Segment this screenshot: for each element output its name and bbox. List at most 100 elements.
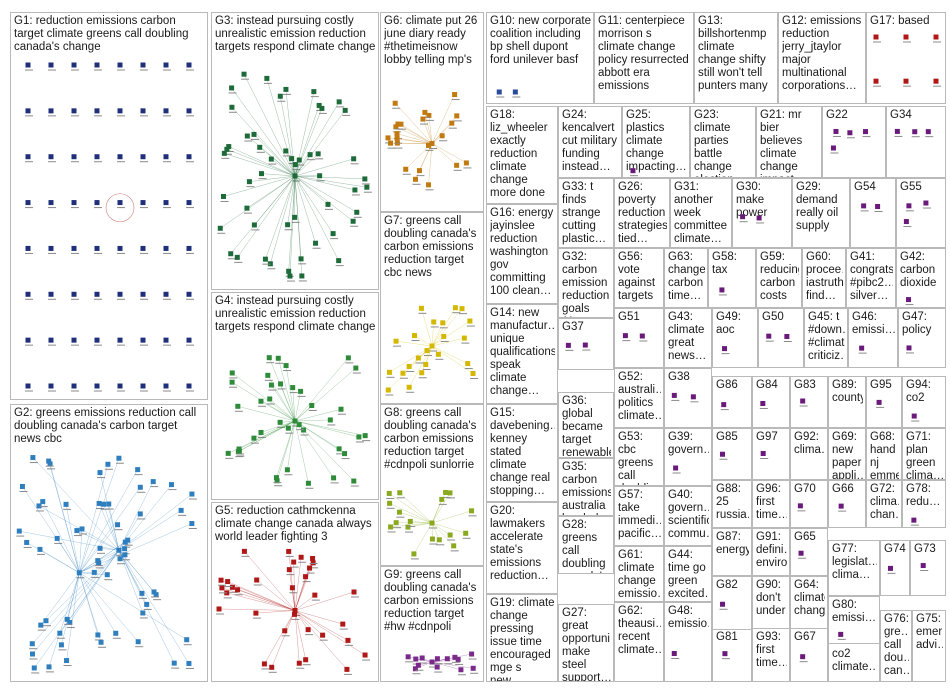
group-box-g62: G62: theausi… recent climate…	[614, 602, 664, 682]
group-box-g26: G26: poverty reduction strategies tied…	[614, 178, 670, 248]
group-label: G43: climate great news…	[668, 311, 707, 362]
group-label: G25: plastics climate change impacting…	[626, 109, 687, 173]
group-label: G47: policy	[902, 311, 932, 336]
group-box-g49: G49: aoc	[712, 308, 758, 368]
group-box-g32: G32: carbon emission reduction goals 11…	[558, 248, 614, 318]
group-box-g14: G14: new manufactur… unique qualificatio…	[486, 304, 558, 404]
group-box-g4: G4: instead pursuing costly unrealistic …	[211, 292, 379, 500]
group-label: G96: first time…	[756, 483, 787, 521]
group-label: G59: reducing carbon costs	[760, 251, 799, 302]
group-box-g64: G64: climate chang…	[790, 576, 828, 630]
group-box-g48: G48: emissio…	[664, 602, 712, 682]
group-box-g51: G51	[614, 308, 664, 368]
group-label: G26: poverty reduction strategies tied…	[618, 181, 667, 245]
group-label: G28: greens call doubling canada's…	[562, 519, 611, 573]
group-box-g88: G88: 25 russia…	[712, 480, 752, 528]
group-box-g42: G42: carbon dioxide	[896, 248, 946, 308]
group-box-g92: G92: clima…	[790, 428, 828, 480]
group-label: G81	[716, 631, 738, 643]
group-box-g78: G78: redu…	[902, 480, 946, 528]
group-box-g68: G68: hand nj emme…	[866, 428, 902, 480]
group-label: G62: theausi… recent climate…	[618, 605, 661, 656]
group-box-g77: G77: legislat… clima…	[828, 540, 880, 596]
group-box-g84: G84	[752, 376, 790, 428]
group-label: G46: emissi…	[852, 311, 895, 336]
group-label: G21: mr bier believes climate change imp…	[760, 109, 805, 177]
group-label: G14: new manufactur… unique qualificatio…	[490, 307, 555, 397]
group-box-g75: G75: emer… advi…	[912, 610, 946, 682]
group-box-g97: G97	[752, 428, 790, 480]
group-box-g8: G8: greens call doubling canada's carbon…	[380, 404, 484, 566]
group-label: G53: cbc greens call doublin…	[618, 431, 661, 485]
group-box-g60: G60: procee… iastruth… find…	[802, 248, 846, 308]
group-box-g7: G7: greens call doubling canada's carbon…	[380, 212, 484, 404]
group-box-g41: G41: congrats #pibc2… silver…	[846, 248, 896, 308]
group-label: G18: liz_wheeler exactly reduction clima…	[490, 109, 548, 199]
group-label: G12: emissions reduction jerry_jtaylor m…	[782, 15, 862, 92]
group-box-g46: G46: emissi…	[848, 308, 898, 368]
group-box-g2: G2: greens emissions reduction call doub…	[10, 404, 208, 682]
group-box-g61: G61: climate change emissio…	[614, 546, 664, 602]
group-box-g50: G50	[758, 308, 804, 368]
group-label: G97	[756, 431, 778, 443]
group-label: G42: carbon dioxide	[900, 251, 937, 289]
group-label: G45: t #down… #climat… criticiz…	[808, 311, 845, 362]
group-label: G67	[794, 631, 816, 643]
group-box-g52: G52: australi… politics climate…	[614, 368, 664, 428]
group-label: G82	[716, 579, 738, 591]
group-label: G24: kencalvert cut military funding ins…	[562, 109, 617, 173]
group-label: G10: new corporate coalition including b…	[490, 15, 591, 66]
group-label: G39: govern…	[668, 431, 709, 456]
group-label: G57: take immedi… pacific…	[618, 489, 661, 540]
group-label: G94: co2	[906, 379, 931, 404]
group-label: G64: climate chang…	[794, 579, 825, 617]
group-label: G73	[914, 543, 936, 555]
group-label: G61: climate change emissio…	[618, 549, 661, 600]
group-box-g56: G56: vote against targets	[614, 248, 664, 308]
group-box-g59: G59: reducing carbon costs	[756, 248, 802, 308]
group-label: G40: govern… scientific commu…	[668, 489, 709, 540]
group-label: G23: climate parties battle change elect…	[694, 109, 745, 177]
group-box-g95: G95	[866, 376, 902, 428]
group-box-g17: G17: based	[866, 12, 946, 104]
group-label: G6: climate put 26 june diary ready #the…	[384, 15, 478, 66]
group-box-g37: G37	[558, 318, 614, 370]
group-box-g23: G23: climate parties battle change elect…	[690, 106, 756, 178]
group-label: G22	[826, 109, 848, 121]
group-label: G1: reduction emissions carbon target cl…	[14, 15, 189, 53]
group-box-g13: G13: billshortenmp climate change shifty…	[694, 12, 778, 104]
group-label: G60: procee… iastruth… find…	[806, 251, 843, 302]
group-box-g1: G1: reduction emissions carbon target cl…	[10, 12, 208, 400]
group-label: G37	[562, 321, 584, 333]
group-box-g29: G29: demand really oil supply	[792, 178, 850, 248]
group-box-g63: G63: change carbon time…	[664, 248, 708, 308]
group-box-g24: G24: kencalvert cut military funding ins…	[558, 106, 622, 178]
group-box-g5: G5: reduction cathmckenna climate change…	[211, 502, 379, 682]
group-box-g34: G34	[886, 106, 946, 178]
group-label: G80: emissi…	[832, 599, 877, 624]
group-label: G68: hand nj emme…	[870, 431, 899, 480]
group-box-g96: G96: first time…	[752, 480, 790, 528]
group-label: G90: don't under…	[756, 579, 787, 617]
group-label: G16: energy jayinslee reduction washingt…	[490, 207, 554, 297]
group-box-g71: G71: plan green clima…	[902, 428, 946, 480]
group-label: G7: greens call doubling canada's carbon…	[384, 215, 477, 279]
group-box-g74: G74	[880, 540, 910, 596]
group-label: G33: t finds strange cutting plastic…	[562, 181, 607, 245]
group-box-g25: G25: plastics climate change impacting…	[622, 106, 690, 178]
group-box-g9: G9: greens call doubling canada's carbon…	[380, 566, 484, 682]
group-box-g12: G12: emissions reduction jerry_jtaylor m…	[778, 12, 866, 104]
group-label: G72: clima… chan…	[870, 483, 899, 521]
group-box-g54: G54	[850, 178, 896, 248]
group-box-g45: G45: t #down… #climat… criticiz…	[804, 308, 848, 368]
group-box-g6: G6: climate put 26 june diary ready #the…	[380, 12, 484, 212]
group-box-g36: G36: global became target renewable	[558, 392, 614, 458]
group-label: G36: global became target renewable	[562, 395, 611, 458]
group-label: G17: based	[870, 15, 930, 27]
group-box-g91: G91: defini… enviro…	[752, 528, 790, 576]
group-box-g43: G43: climate great news…	[664, 308, 712, 368]
group-box-g93: G93: first time…	[752, 628, 790, 682]
group-label: G4: instead pursuing costly unrealistic …	[215, 295, 376, 333]
group-label: G38	[668, 371, 690, 383]
